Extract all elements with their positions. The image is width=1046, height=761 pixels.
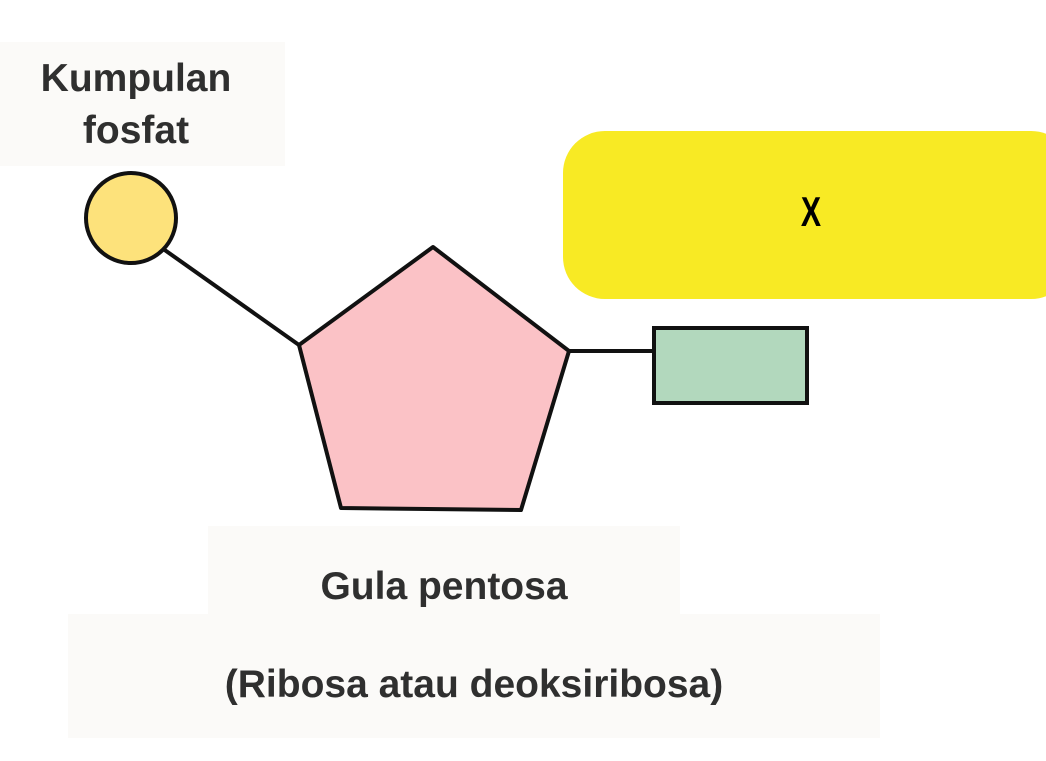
nitrogenous-base-rectangle	[652, 326, 809, 405]
phosphate-label-background: Kumpulan fosfat	[0, 42, 285, 166]
phosphate-sugar-bond	[150, 239, 301, 347]
phosphate-group-circle	[84, 171, 178, 265]
unknown-component-label: X	[800, 188, 822, 235]
pentose-sugar-pentagon	[297, 245, 571, 512]
sugar-label-background	[208, 526, 680, 622]
phosphate-label-line-1: Kumpulan	[40, 57, 232, 100]
phosphate-label-line-2: fosfat	[82, 109, 190, 152]
sugar-subtitle-background	[68, 614, 880, 738]
unknown-component-highlight	[563, 131, 1046, 299]
sugar-subtitle: (Ribosa atau deoksiribosa)	[224, 663, 724, 706]
sugar-label: Gula pentosa	[320, 565, 568, 608]
